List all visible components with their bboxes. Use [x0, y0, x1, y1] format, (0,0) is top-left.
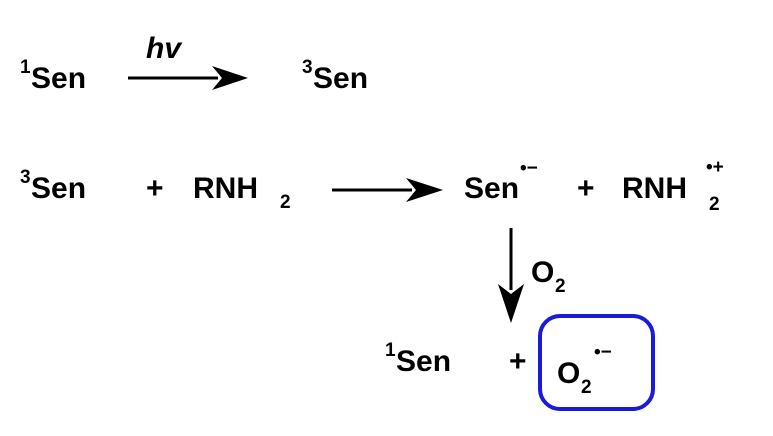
product-superoxide-subscript: 2 [581, 377, 592, 398]
reaction-arrow-3-down [498, 228, 524, 323]
reactant-3sen-superscript: 3 [20, 167, 31, 188]
reactant-3sen: Sen [31, 172, 86, 205]
reaction-arrow-2 [332, 178, 443, 202]
product-superoxide-charge: •− [594, 342, 612, 363]
superoxide-highlight-box [538, 314, 655, 411]
reactant-1sen-superscript: 1 [20, 57, 31, 78]
plus-sign-1: + [146, 172, 164, 205]
reaction-1: 1 Sen hv 3 Sen [20, 32, 368, 95]
product-1sen-superscript: 1 [385, 340, 396, 361]
product-sen-charge: •− [520, 158, 538, 179]
reactant-amine-subscript: 2 [280, 192, 291, 213]
plus-sign-3: + [509, 345, 527, 378]
reagent-oxygen: O [531, 256, 554, 289]
product-amine-charge: •+ [706, 157, 724, 178]
product-3sen-superscript: 3 [302, 57, 313, 78]
reactant-1sen: Sen [31, 62, 86, 95]
condition-hv: hv [146, 32, 183, 65]
plus-sign-2: + [577, 172, 595, 205]
reaction-arrow-1 [128, 66, 248, 90]
reactant-amine: RNH [193, 172, 258, 205]
reagent-oxygen-subscript: 2 [555, 276, 566, 297]
product-amine-radical-cation: RNH [622, 172, 687, 205]
product-sen-radical-anion: Sen [464, 172, 519, 205]
reaction-2: 3 Sen + RNH 2 Sen •− + RNH 2 •+ [20, 157, 724, 215]
product-1sen: Sen [396, 345, 451, 378]
product-superoxide: O [557, 357, 580, 390]
product-amine-subscript: 2 [709, 194, 720, 215]
product-3sen: Sen [313, 62, 368, 95]
reaction-3: O 2 1 Sen + O 2 •− [385, 228, 655, 411]
